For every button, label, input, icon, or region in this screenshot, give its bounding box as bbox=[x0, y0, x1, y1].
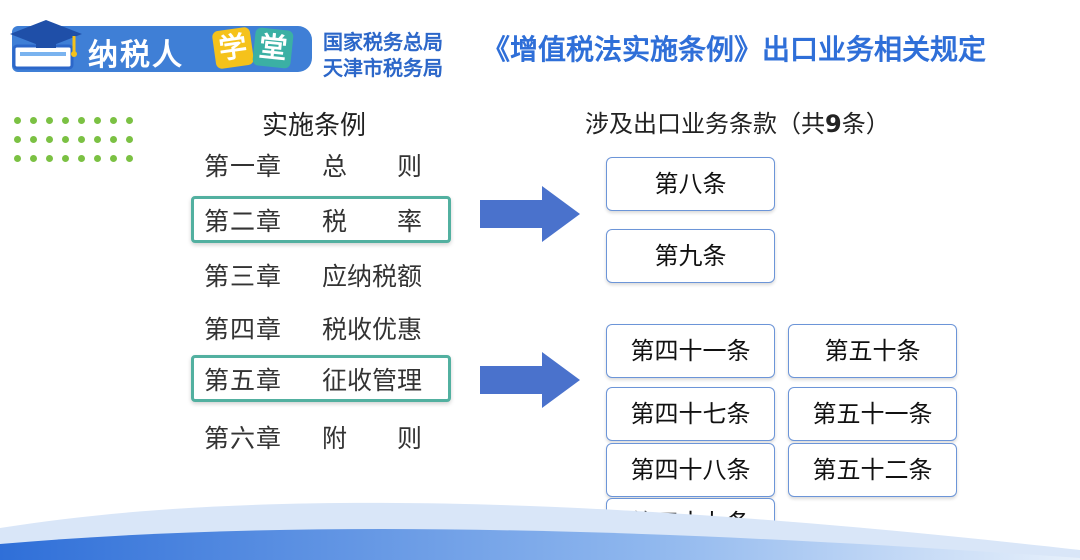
chapter-item: 第一章 总 则 bbox=[204, 143, 440, 183]
article-box: 第八条 bbox=[606, 157, 775, 211]
article-count: 9 bbox=[825, 110, 842, 138]
article-box: 第五十二条 bbox=[788, 443, 957, 497]
agency-name-line1: 国家税务总局 bbox=[323, 30, 443, 54]
decorative-dots bbox=[14, 117, 144, 167]
chapter-highlight-box bbox=[191, 196, 451, 243]
chapter-number: 第二章 bbox=[204, 207, 283, 236]
decorative-dot bbox=[62, 117, 69, 124]
chapter-name: 税 率 bbox=[322, 207, 423, 236]
arrow-right-icon bbox=[480, 186, 580, 242]
decorative-dot bbox=[46, 155, 53, 162]
decorative-dot bbox=[126, 117, 133, 124]
decorative-dot bbox=[110, 155, 117, 162]
chapter-name: 应纳税额 bbox=[322, 262, 423, 291]
chapter-name: 总 则 bbox=[322, 152, 423, 181]
chapter-number: 第四章 bbox=[204, 315, 283, 344]
page-title: 《增值税法实施条例》出口业务相关规定 bbox=[482, 33, 987, 66]
chapter-item: 第三章 应纳税额 bbox=[204, 253, 440, 293]
decorative-dot bbox=[14, 155, 21, 162]
graduation-cap-icon bbox=[10, 20, 82, 70]
decorative-dot bbox=[110, 117, 117, 124]
decorative-dot bbox=[46, 117, 53, 124]
decorative-dot bbox=[62, 155, 69, 162]
decorative-dot bbox=[46, 136, 53, 143]
logo-xue-block: 学 bbox=[211, 26, 255, 70]
article-box: 第九条 bbox=[606, 229, 775, 283]
chapter-number: 第一章 bbox=[204, 152, 283, 181]
chapter-name: 征收管理 bbox=[322, 366, 423, 395]
chapter-highlight-box bbox=[191, 355, 451, 402]
decorative-dot bbox=[14, 136, 21, 143]
decorative-dot bbox=[94, 136, 101, 143]
decorative-dot bbox=[126, 136, 133, 143]
chapter-number: 第五章 bbox=[204, 366, 283, 395]
chapter-number: 第六章 bbox=[204, 424, 283, 453]
regulation-heading: 实施条例 bbox=[262, 111, 367, 141]
decorative-dot bbox=[30, 155, 37, 162]
chapter-number: 第三章 bbox=[204, 262, 283, 291]
decorative-dot bbox=[94, 155, 101, 162]
decorative-dot bbox=[110, 136, 117, 143]
decorative-dot bbox=[94, 117, 101, 124]
bottom-wave-decoration bbox=[0, 502, 1080, 560]
chapter-item: 第六章 附 则 bbox=[204, 415, 440, 455]
article-box: 第四十一条 bbox=[606, 324, 775, 378]
article-box: 第四十七条 bbox=[606, 387, 775, 441]
logo-tang-block: 堂 bbox=[252, 27, 294, 69]
chapter-name: 税收优惠 bbox=[322, 315, 423, 344]
chapter-item: 第二章 税 率 bbox=[204, 198, 440, 238]
decorative-dot bbox=[62, 136, 69, 143]
agency-name-line2: 天津市税务局 bbox=[323, 56, 443, 80]
decorative-dot bbox=[78, 117, 85, 124]
decorative-dot bbox=[14, 117, 21, 124]
article-box: 第四十八条 bbox=[606, 443, 775, 497]
article-box: 第五十一条 bbox=[788, 387, 957, 441]
chapter-item: 第五章 征收管理 bbox=[204, 357, 440, 397]
export-articles-heading: 涉及出口业务条款（共9条） bbox=[585, 104, 890, 139]
chapter-name: 附 则 bbox=[322, 424, 423, 453]
heading-prefix: 涉及出口业务条款（共 bbox=[585, 110, 825, 138]
arrow-right-icon bbox=[480, 352, 580, 408]
decorative-dot bbox=[126, 155, 133, 162]
logo-text: 纳税人 bbox=[88, 38, 184, 73]
heading-suffix: 条） bbox=[841, 110, 890, 138]
decorative-dot bbox=[78, 155, 85, 162]
chapter-item: 第四章 税收优惠 bbox=[204, 306, 440, 346]
decorative-dot bbox=[30, 136, 37, 143]
decorative-dot bbox=[30, 117, 37, 124]
article-box: 第五十条 bbox=[788, 324, 957, 378]
decorative-dot bbox=[78, 136, 85, 143]
